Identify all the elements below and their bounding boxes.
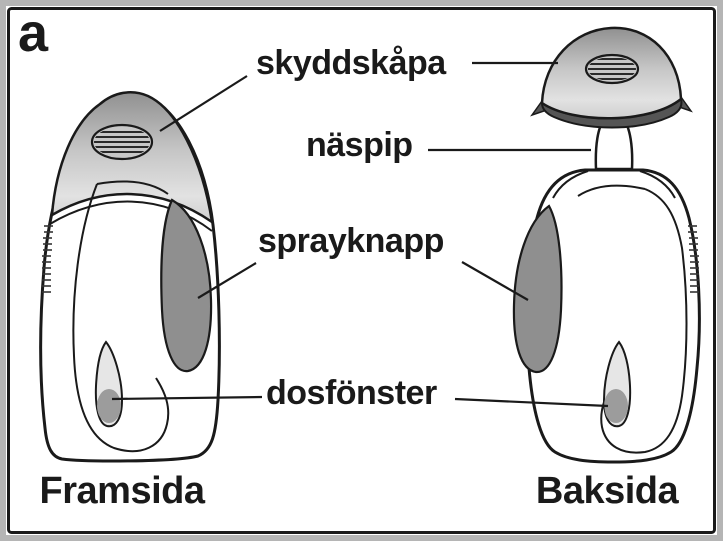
- front-cap-collar: [49, 200, 213, 232]
- front-ribbing: [42, 225, 53, 293]
- front-spray-button: [160, 198, 213, 373]
- leader-lines: [111, 61, 609, 408]
- back-dose-window: [602, 340, 632, 428]
- back-cap-grille: [584, 53, 640, 85]
- spray-leader-left: [197, 262, 257, 299]
- callout-dose-window: dosfönster: [266, 374, 437, 412]
- front-dose-window: [94, 340, 124, 428]
- back-shoulder-left: [552, 170, 589, 199]
- dose-leader-right: [454, 397, 609, 408]
- back-face-panel-top: [577, 184, 646, 197]
- front-face-panel-top: [96, 180, 169, 195]
- figure-letter: a: [18, 3, 49, 63]
- callout-protective-cap: skyddskåpa: [256, 44, 446, 82]
- front-face-panel: [72, 183, 170, 453]
- caption-back-side: Baksida: [535, 470, 679, 512]
- spray-leader-right: [461, 261, 529, 301]
- front-device: [39, 91, 221, 463]
- back-face-panel: [600, 188, 688, 454]
- back-device: [512, 26, 701, 464]
- back-ribbing: [688, 225, 699, 293]
- caption-front-side: Framsida: [39, 470, 205, 512]
- callout-nasal-tip: näspip: [306, 126, 413, 164]
- back-spray-button: [512, 204, 563, 374]
- back-shoulder-right: [639, 170, 676, 199]
- cap-leader-left: [159, 75, 248, 132]
- back-cap-detached: [530, 26, 693, 129]
- callout-spray-button: sprayknapp: [258, 222, 444, 260]
- dose-leader-left: [111, 395, 263, 401]
- front-cap-grille: [90, 123, 154, 161]
